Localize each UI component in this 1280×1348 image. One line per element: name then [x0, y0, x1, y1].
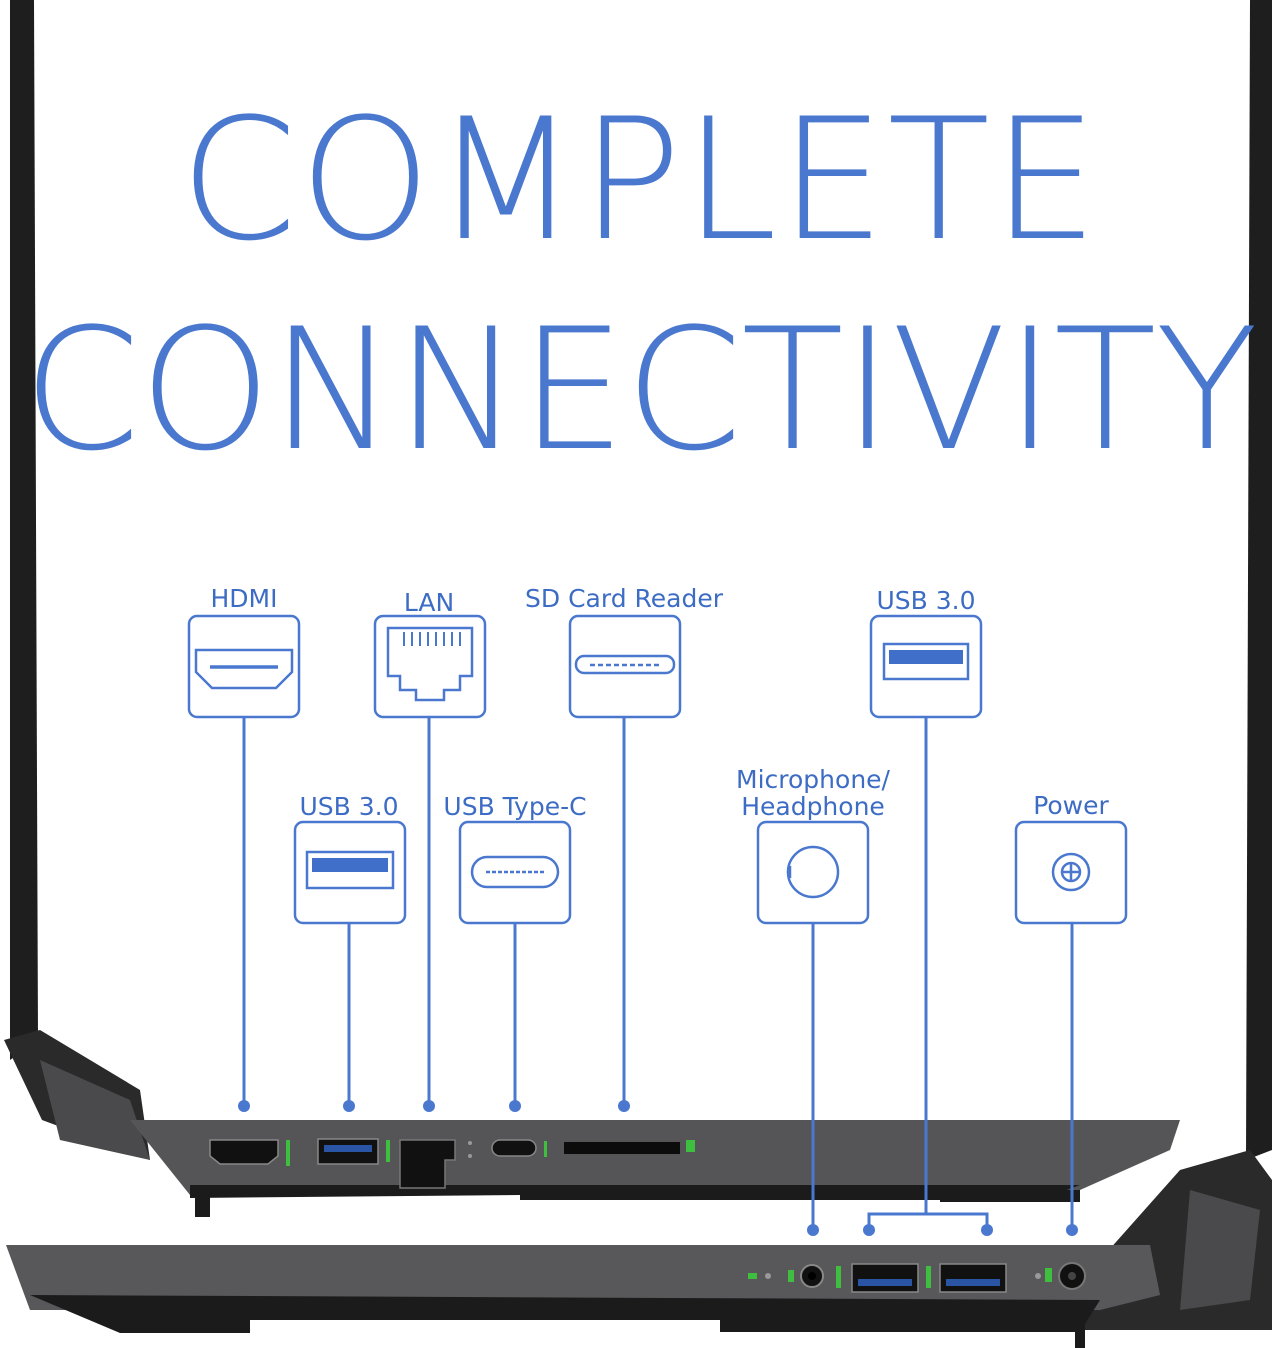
upper-hdmi-port: [209, 1139, 279, 1165]
connector-lines: [242, 716, 1074, 1230]
lower-power-jack: [1058, 1262, 1086, 1290]
sd-card-icon-box: [568, 614, 682, 719]
upper-sd-card-slot: [564, 1142, 680, 1154]
port-label-sd-card: SD Card Reader: [525, 584, 723, 613]
right-screen-bezel: [1246, 0, 1272, 1160]
headline-line-2: CONNECTIVITY: [22, 292, 1258, 488]
audio-jack-icon-box: [756, 820, 870, 925]
port-label-usb-c: USB Type-C: [443, 792, 587, 821]
ethernet-icon: [386, 626, 474, 702]
sd-card-icon: [574, 654, 676, 675]
port-label-audio-line1: Microphone/: [736, 765, 890, 794]
usb-left-icon-box: [293, 820, 407, 925]
left-screen-bezel: [10, 0, 38, 1060]
lower-usb-port-2: [939, 1263, 1007, 1293]
port-label-hdmi: HDMI: [210, 584, 278, 613]
connector-dots: [238, 1100, 1078, 1236]
upper-usb-port: [317, 1138, 379, 1165]
upper-usb-c-port: [491, 1139, 537, 1157]
lower-usb-port-1: [851, 1263, 919, 1293]
headline-line-1: COMPLETE: [179, 82, 1101, 278]
lan-icon-box: [373, 614, 487, 719]
port-label-audio: Microphone/ Headphone: [736, 766, 890, 820]
port-label-audio-line2: Headphone: [741, 792, 885, 821]
lower-laptop-body: [6, 1150, 1272, 1348]
lower-audio-jack: [800, 1264, 824, 1288]
usb-c-icon: [470, 855, 560, 889]
usb-c-icon-box: [458, 820, 572, 925]
upper-lan-port: [399, 1139, 456, 1189]
usb-right-icon-box: [869, 614, 983, 719]
port-label-usb-right: USB 3.0: [876, 586, 976, 615]
power-jack-icon: [1051, 852, 1091, 892]
upper-laptop-body: [4, 1030, 1180, 1217]
audio-jack-icon: [786, 845, 840, 899]
port-label-lan: LAN: [403, 588, 455, 617]
usb-icon: [305, 850, 395, 890]
usb-icon: [882, 642, 970, 681]
port-label-power: Power: [1033, 791, 1109, 820]
port-label-usb-left: USB 3.0: [299, 792, 399, 821]
hdmi-icon: [194, 648, 294, 690]
